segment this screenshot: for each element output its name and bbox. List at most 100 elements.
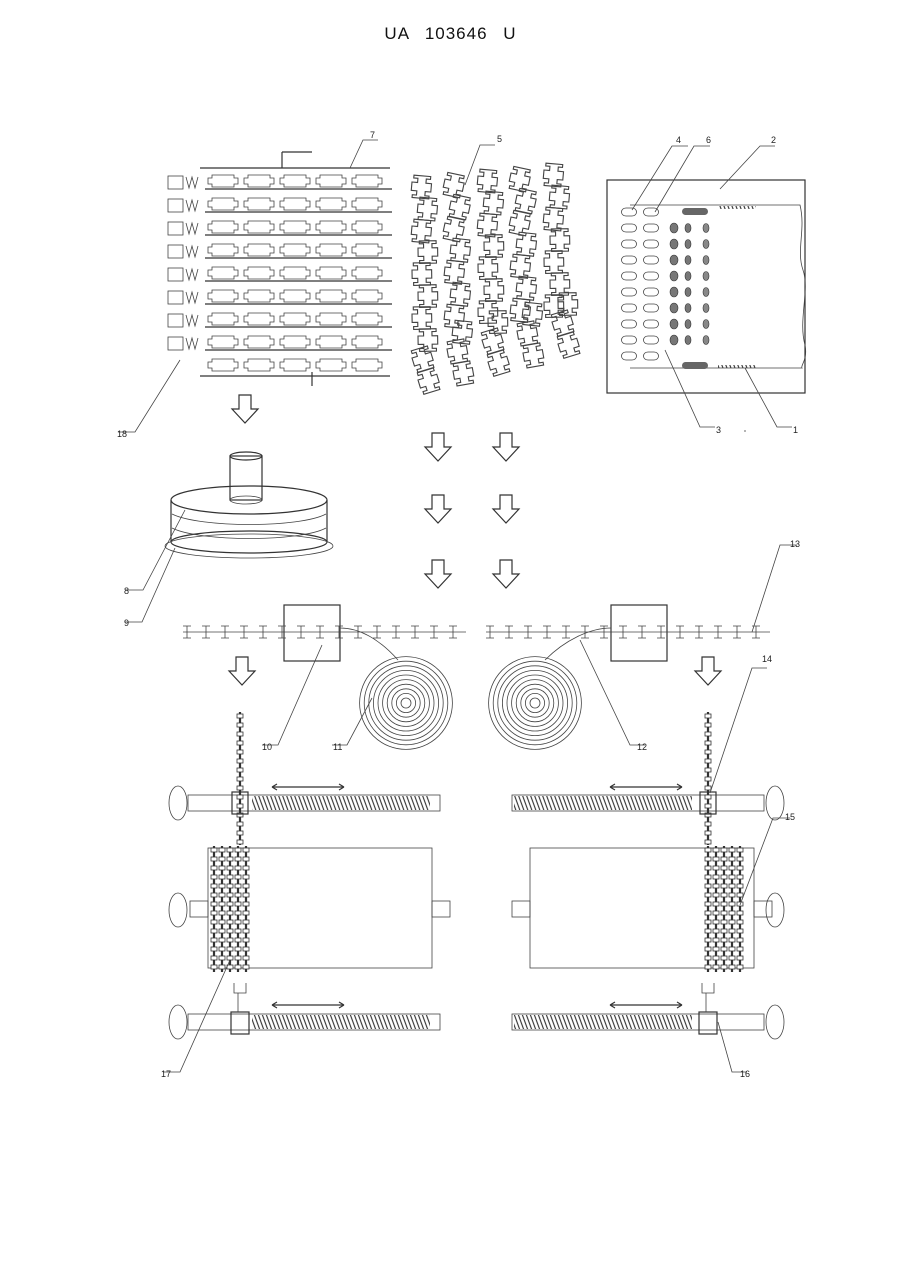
wound-link	[713, 947, 719, 951]
punch-mark	[703, 288, 709, 297]
wound-link	[713, 911, 719, 915]
wound-link	[227, 911, 233, 915]
chain-link	[483, 191, 504, 215]
chain-link	[550, 273, 570, 296]
feed-link	[237, 840, 243, 844]
callout-8: 8	[124, 586, 129, 596]
down-arrow-icon	[425, 560, 451, 588]
wound-link	[211, 938, 217, 942]
wound-link	[219, 848, 225, 852]
wound-link	[737, 884, 743, 888]
down-arrow-icon	[493, 433, 519, 461]
drum-axle	[432, 901, 450, 917]
rotation-arrow-icon	[766, 786, 784, 820]
chain-link	[478, 257, 498, 280]
feed-link	[705, 777, 711, 781]
wound-link	[729, 965, 735, 969]
chain-link	[449, 282, 471, 306]
wound-link	[729, 902, 735, 906]
chain-link	[515, 232, 537, 256]
rotation-arrow-icon	[766, 893, 784, 927]
feed-link	[705, 759, 711, 763]
edge-hatch	[718, 365, 756, 368]
punch-mark	[703, 336, 709, 345]
punched-link	[280, 359, 310, 371]
wound-link	[713, 929, 719, 933]
wound-link	[211, 875, 217, 879]
callout-9: 9	[124, 618, 129, 628]
punched-link	[316, 290, 346, 302]
wound-link	[211, 929, 217, 933]
punched-link	[208, 313, 238, 325]
down-arrow-icon	[695, 657, 721, 685]
punched-link	[352, 359, 382, 371]
wound-link	[235, 947, 241, 951]
callout-5: 5	[497, 134, 502, 144]
punched-link	[244, 267, 274, 279]
travel-arrow-icon	[272, 784, 344, 790]
punch-mark	[685, 224, 691, 233]
wound-link	[737, 965, 743, 969]
feed-link	[705, 795, 711, 799]
drum-axle	[754, 901, 772, 917]
coil-right	[489, 657, 582, 750]
wound-link	[713, 848, 719, 852]
wound-link	[729, 866, 735, 870]
wound-link	[219, 938, 225, 942]
callout-12: 12	[637, 742, 647, 752]
slot-hole	[644, 288, 659, 296]
slot-hole	[644, 320, 659, 328]
punched-link	[208, 175, 238, 187]
coil-turn	[493, 661, 577, 745]
callout-11: 11	[333, 742, 342, 752]
wound-link	[243, 848, 249, 852]
wound-link	[729, 956, 735, 960]
wound-link	[737, 929, 743, 933]
winding-machine-right	[512, 712, 784, 1039]
chain-link	[486, 350, 511, 377]
feed-link	[705, 741, 711, 745]
callout-17: 17	[161, 1069, 171, 1079]
wound-link	[219, 911, 225, 915]
wound-link	[235, 938, 241, 942]
feed-link	[705, 732, 711, 736]
spring-box	[168, 268, 183, 281]
travel-arrow-icon	[272, 1002, 344, 1008]
slot-hole	[644, 272, 659, 280]
feed-link	[237, 741, 243, 745]
down-arrow-icon	[425, 495, 451, 523]
wound-link	[227, 938, 233, 942]
wound-link	[737, 893, 743, 897]
chain-link	[543, 207, 564, 231]
feed-link	[237, 732, 243, 736]
rotation-arrow-icon	[169, 786, 187, 820]
punched-link	[280, 198, 310, 210]
coil-turn	[507, 675, 563, 731]
screw-thread	[514, 1015, 692, 1029]
slug	[682, 362, 708, 369]
punch-mark	[685, 240, 691, 249]
feed-link	[237, 804, 243, 808]
spring-box	[168, 314, 183, 327]
punch-mark	[703, 272, 709, 281]
wound-link	[211, 965, 217, 969]
wound-link	[737, 947, 743, 951]
down-arrow-icon	[229, 657, 255, 685]
slot-hole	[622, 320, 637, 328]
wound-link	[729, 929, 735, 933]
wound-link	[729, 875, 735, 879]
wound-link	[219, 875, 225, 879]
chain-link	[522, 343, 545, 368]
wound-link	[721, 929, 727, 933]
spring-icon	[186, 200, 198, 211]
callout-6: 6	[706, 135, 711, 145]
wound-link	[227, 857, 233, 861]
travel-arrow-icon	[610, 784, 682, 790]
chain-link	[509, 254, 531, 278]
wound-link	[705, 938, 711, 942]
callout-1: 1	[793, 425, 798, 435]
punched-link	[244, 359, 274, 371]
slot-hole	[622, 288, 637, 296]
wound-link	[713, 965, 719, 969]
feed-link	[705, 723, 711, 727]
